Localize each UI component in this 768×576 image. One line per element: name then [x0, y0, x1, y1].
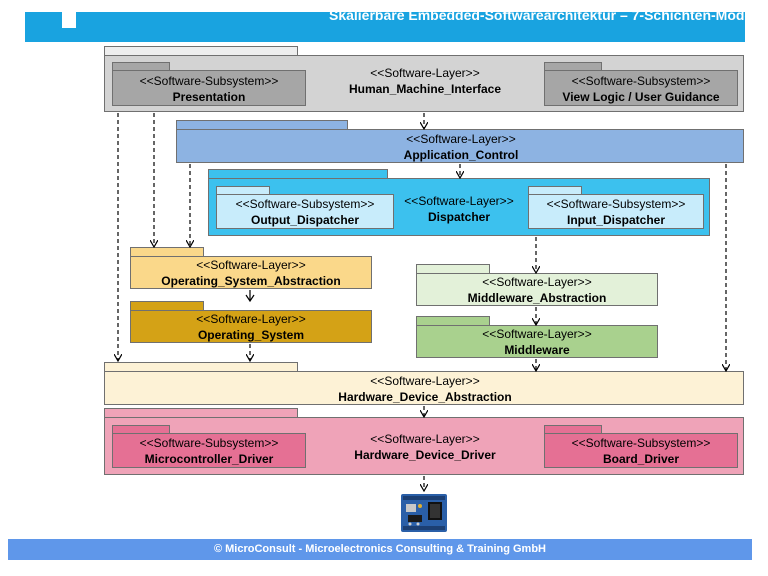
app-control-name: Application_Control — [403, 148, 519, 162]
input-dispatcher-stereotype: <<Software-Subsystem>> — [546, 197, 686, 211]
view-logic-stereotype: <<Software-Subsystem>> — [571, 74, 711, 88]
presentation-name: Presentation — [172, 90, 246, 104]
hmi-tab — [104, 46, 298, 56]
footer-copyright: © MicroConsult - Microelectronics Consul… — [8, 539, 752, 560]
mc-driver-tab — [112, 425, 170, 434]
hw-abstraction-tab — [104, 362, 298, 372]
hmi-stereotype: <<Software-Layer>> — [370, 66, 480, 80]
subsystem-output-dispatcher: <<Software-Subsystem>> Output_Dispatcher — [216, 194, 394, 229]
arrow-osabs-to-os-head — [245, 294, 255, 303]
hw-abstraction-name: Hardware_Device_Abstraction — [338, 390, 512, 404]
hw-driver-stereotype: <<Software-Layer>> — [370, 432, 480, 446]
os-tab — [130, 301, 204, 311]
output-dispatcher-stereotype: <<Software-Subsystem>> — [235, 197, 375, 211]
mw-abstraction-tab — [416, 264, 490, 274]
subsystem-presentation: <<Software-Subsystem>> Presentation — [112, 70, 306, 106]
app-control-tab — [176, 120, 348, 130]
layer-os-abstraction: <<Software-Layer>> Operating_System_Abst… — [130, 256, 372, 289]
board-driver-stereotype: <<Software-Subsystem>> — [571, 436, 711, 450]
layer-hw-abstraction: <<Software-Layer>> Hardware_Device_Abstr… — [104, 371, 744, 405]
view-logic-name: View Logic / User Guidance — [562, 90, 720, 104]
input-dispatcher-tab — [528, 186, 582, 195]
os-abstraction-stereotype: <<Software-Layer>> — [196, 258, 306, 272]
presentation-stereotype: <<Software-Subsystem>> — [139, 74, 279, 88]
hmi-name: Human_Machine_Interface — [348, 82, 502, 96]
presentation-tab — [112, 62, 170, 71]
mw-abstraction-stereotype: <<Software-Layer>> — [482, 275, 592, 289]
layer-os: <<Software-Layer>> Operating_System — [130, 310, 372, 343]
dispatcher-name: Dispatcher — [427, 210, 491, 224]
os-name: Operating_System — [197, 328, 305, 342]
title-bar-notch — [62, 12, 76, 28]
middleware-stereotype: <<Software-Layer>> — [482, 327, 592, 341]
layer-middleware: <<Software-Layer>> Middleware — [416, 325, 658, 358]
hw-driver-tab — [104, 408, 298, 418]
title-bar — [25, 12, 745, 42]
mc-driver-stereotype: <<Software-Subsystem>> — [139, 436, 279, 450]
dispatcher-stereotype: <<Software-Layer>> — [404, 194, 514, 208]
mw-abstraction-name: Middleware_Abstraction — [467, 291, 607, 305]
view-logic-tab — [544, 62, 602, 71]
subsystem-microcontroller-driver: <<Software-Subsystem>> Microcontroller_D… — [112, 433, 306, 468]
page-title: Skalierbare Embedded-Softwarearchitektur… — [328, 7, 760, 23]
output-dispatcher-tab — [216, 186, 270, 195]
board-driver-name: Board_Driver — [602, 452, 680, 466]
os-abstraction-tab — [130, 247, 204, 257]
board-driver-tab — [544, 425, 602, 434]
input-dispatcher-name: Input_Dispatcher — [566, 213, 665, 227]
layer-application-control: <<Software-Layer>> Application_Control — [176, 129, 744, 163]
subsystem-input-dispatcher: <<Software-Subsystem>> Input_Dispatcher — [528, 194, 704, 229]
dispatcher-tab — [208, 169, 388, 179]
subsystem-view-logic: <<Software-Subsystem>> View Logic / User… — [544, 70, 738, 106]
output-dispatcher-name: Output_Dispatcher — [250, 213, 359, 227]
embedded-board-icon — [401, 494, 447, 532]
os-stereotype: <<Software-Layer>> — [196, 312, 306, 326]
os-abstraction-name: Operating_System_Abstraction — [161, 274, 341, 288]
subsystem-board-driver: <<Software-Subsystem>> Board_Driver — [544, 433, 738, 468]
middleware-name: Middleware — [504, 343, 570, 357]
mc-driver-name: Microcontroller_Driver — [144, 452, 274, 466]
hw-driver-name: Hardware_Device_Driver — [354, 448, 496, 462]
app-control-stereotype: <<Software-Layer>> — [406, 132, 516, 146]
hw-abstraction-stereotype: <<Software-Layer>> — [370, 374, 480, 388]
middleware-tab — [416, 316, 490, 326]
